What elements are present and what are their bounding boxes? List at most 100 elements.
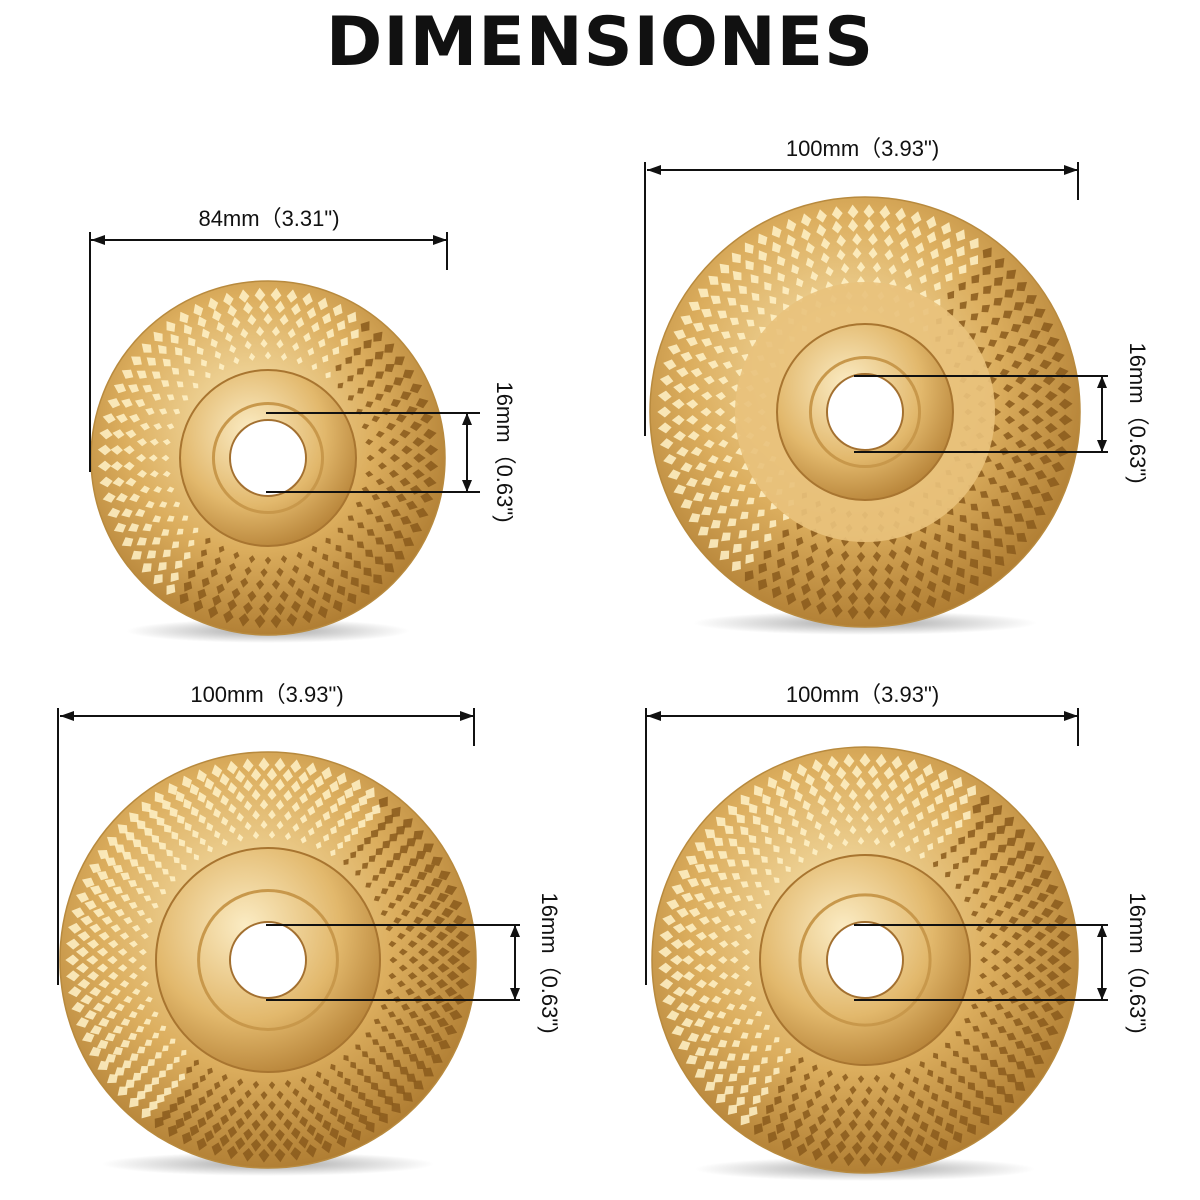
tooth	[322, 788, 332, 801]
tooth	[114, 1067, 125, 1076]
tooth	[431, 1032, 443, 1042]
tooth	[306, 597, 317, 609]
tooth	[123, 995, 133, 1004]
tooth	[708, 864, 719, 873]
tooth	[801, 583, 811, 596]
tooth	[120, 894, 131, 902]
tooth	[1013, 893, 1024, 902]
tooth	[861, 812, 869, 823]
tooth	[258, 757, 270, 772]
tooth	[806, 811, 814, 822]
tooth	[218, 363, 225, 371]
tooth	[1029, 329, 1041, 339]
tooth	[413, 1080, 424, 1090]
tooth	[738, 909, 748, 917]
tooth	[926, 580, 937, 593]
tooth	[738, 285, 747, 294]
tooth	[219, 1134, 230, 1147]
tooth	[412, 437, 425, 447]
tooth	[1018, 407, 1030, 417]
tooth	[199, 1074, 206, 1083]
tooth	[385, 1052, 395, 1060]
tooth	[694, 947, 706, 957]
arbor-hole	[229, 419, 307, 497]
tooth	[745, 895, 754, 902]
tooth	[110, 461, 123, 471]
tooth	[1013, 513, 1025, 522]
tooth	[98, 1017, 110, 1027]
tooth	[958, 264, 967, 275]
tooth	[851, 765, 863, 779]
tooth	[962, 810, 971, 821]
tooth	[964, 896, 971, 903]
tooth	[80, 915, 93, 926]
tooth	[741, 859, 750, 867]
tooth	[112, 865, 123, 874]
tooth	[707, 360, 719, 369]
tooth	[778, 1084, 785, 1094]
tooth	[748, 1077, 757, 1086]
tooth	[422, 1067, 434, 1077]
tooth	[843, 753, 855, 768]
tooth	[1006, 269, 1017, 279]
tooth	[365, 508, 374, 515]
tooth	[131, 550, 142, 560]
tooth	[791, 248, 800, 260]
tooth	[790, 1065, 796, 1073]
tooth	[267, 788, 277, 800]
tooth	[132, 988, 141, 996]
tooth	[1029, 485, 1041, 495]
tooth	[365, 470, 374, 478]
tooth	[750, 868, 758, 875]
tooth	[805, 555, 815, 567]
disc-hub-ring	[197, 889, 339, 1031]
tooth	[196, 769, 207, 783]
tooth	[108, 939, 119, 949]
tooth	[107, 836, 118, 846]
tooth	[423, 1046, 436, 1056]
tooth	[727, 1104, 737, 1115]
tooth	[169, 806, 178, 818]
tooth	[282, 768, 293, 782]
tooth	[762, 794, 771, 805]
tooth	[197, 791, 207, 803]
tooth	[1034, 931, 1047, 941]
tooth	[983, 285, 992, 294]
tooth	[919, 851, 925, 859]
tooth	[87, 971, 99, 981]
tooth	[993, 1104, 1003, 1115]
tooth	[989, 980, 998, 988]
tooth	[337, 1070, 343, 1079]
tooth	[836, 802, 846, 814]
tooth	[90, 885, 102, 895]
tooth	[740, 794, 750, 806]
tooth	[145, 996, 153, 1003]
tooth	[881, 826, 889, 836]
tooth	[715, 816, 726, 827]
tooth	[930, 248, 939, 260]
arrow-down	[1097, 440, 1107, 452]
tooth	[944, 255, 954, 267]
tooth	[276, 339, 284, 349]
tooth	[390, 399, 401, 408]
tooth	[365, 1121, 375, 1133]
tooth	[456, 962, 471, 974]
tooth	[260, 338, 268, 348]
tooth	[275, 1110, 285, 1121]
tooth	[275, 778, 285, 791]
tooth	[248, 555, 256, 564]
tooth	[900, 806, 909, 817]
tooth	[694, 892, 706, 902]
tooth	[970, 1065, 978, 1073]
tooth	[956, 245, 965, 257]
tooth	[268, 830, 276, 839]
tooth	[151, 1011, 159, 1018]
tooth	[729, 317, 739, 326]
tooth	[219, 773, 230, 786]
tooth	[1011, 360, 1023, 369]
tooth	[365, 1098, 373, 1109]
tooth	[351, 1107, 360, 1118]
tooth	[687, 878, 700, 888]
tooth	[726, 909, 736, 917]
tooth	[229, 1086, 236, 1095]
